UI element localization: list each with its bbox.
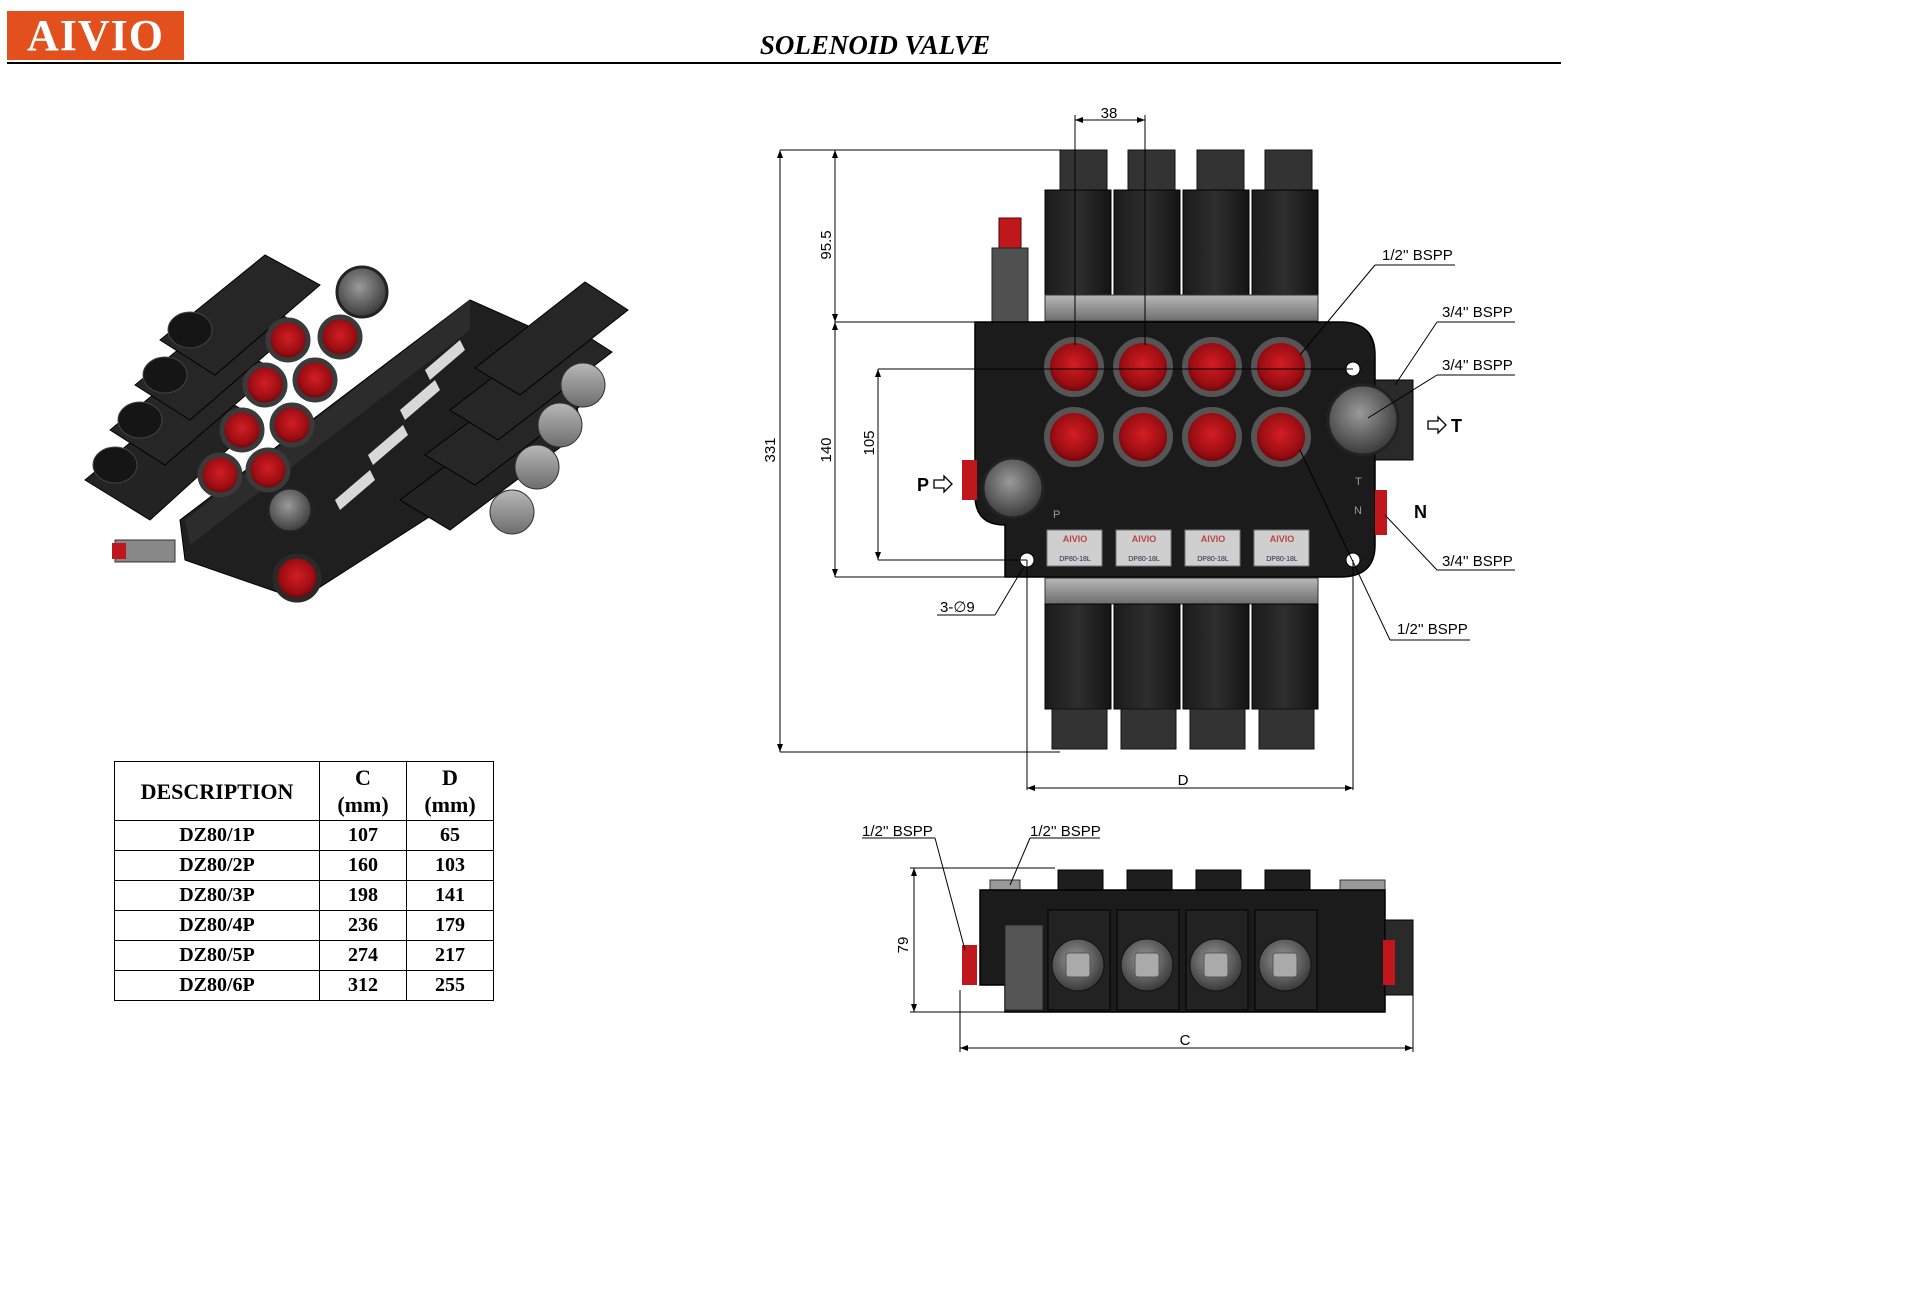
header-d: D (mm) bbox=[406, 761, 494, 821]
callout-tank-port: 3/4'' BSPP bbox=[1442, 357, 1513, 374]
relief-valve-body bbox=[991, 247, 1029, 324]
plate-label: AIVIO bbox=[1063, 534, 1088, 544]
valve-body bbox=[974, 321, 1376, 578]
port-letter-p: P bbox=[917, 475, 929, 495]
plate-model: DP80-18L bbox=[1266, 556, 1298, 563]
cell-d: 103 bbox=[406, 850, 494, 881]
callout-work-port-bottom: 1/2'' BSPP bbox=[1397, 621, 1468, 638]
dim-width-d: D bbox=[1178, 772, 1189, 789]
port-letter-n: N bbox=[1414, 502, 1427, 522]
dim-spool-pitch: 38 bbox=[1101, 105, 1118, 122]
callout-n-port: 3/4'' BSPP bbox=[1442, 553, 1513, 570]
plate-model: DP80-18L bbox=[1197, 556, 1229, 563]
tank-cap bbox=[1326, 383, 1400, 457]
iso-right-coils bbox=[399, 281, 629, 535]
brand-logo: AIVIO bbox=[7, 11, 184, 60]
bottom-coils bbox=[1044, 577, 1319, 750]
name-plates: AIVIO AIVIO AIVIO AIVIO DP80-18L DP80-18… bbox=[1046, 529, 1310, 567]
header-rule bbox=[7, 62, 1561, 64]
cell-description: DZ80/2P bbox=[114, 850, 320, 881]
dim-length-c: C bbox=[1180, 1032, 1191, 1049]
front-red-ports bbox=[1044, 337, 1311, 467]
header-c-name: C bbox=[355, 765, 371, 790]
technical-drawing: AIVIO AIVIO AIVIO AIVIO DP80-18L DP80-18… bbox=[84, 105, 1515, 1052]
dim-upper-height: 95.5 bbox=[818, 230, 835, 259]
iso-relief-cap bbox=[112, 543, 126, 559]
cell-description: DZ80/6P bbox=[114, 970, 320, 1001]
header-d-name: D bbox=[442, 765, 458, 790]
cell-c: 312 bbox=[319, 970, 407, 1001]
iso-inlet-cap bbox=[266, 486, 314, 534]
cell-c: 198 bbox=[319, 880, 407, 911]
iso-left-coils bbox=[84, 254, 321, 521]
n-port-plug bbox=[1375, 490, 1387, 535]
cell-description: DZ80/4P bbox=[114, 910, 320, 941]
port-letter-t-small: T bbox=[1355, 476, 1362, 488]
spec-table: DESCRIPTION C (mm) D (mm) DZ80/1P 107 65… bbox=[114, 761, 494, 1001]
relief-valve-cap bbox=[998, 217, 1022, 249]
top-coils bbox=[1044, 149, 1319, 322]
t-arrow-icon bbox=[1427, 415, 1447, 435]
dim-hole-spacing: 105 bbox=[861, 430, 878, 455]
callout-work-port-top: 1/2'' BSPP bbox=[1382, 247, 1453, 264]
cell-d: 255 bbox=[406, 970, 494, 1001]
table-row: DZ80/1P 107 65 bbox=[114, 820, 494, 851]
side-arrowheads bbox=[911, 868, 1413, 1051]
table-header-row: DESCRIPTION C (mm) D (mm) bbox=[114, 761, 494, 821]
p-arrow-icon bbox=[933, 474, 953, 494]
dim-side-height: 79 bbox=[895, 937, 912, 954]
table-row: DZ80/6P 312 255 bbox=[114, 970, 494, 1001]
port-letter-n-small: N bbox=[1354, 505, 1362, 517]
plate-label: AIVIO bbox=[1132, 534, 1157, 544]
plate-label: AIVIO bbox=[1201, 534, 1226, 544]
isometric-valve-view bbox=[84, 254, 629, 603]
iso-name-plates bbox=[335, 340, 465, 510]
dim-overall-height: 331 bbox=[762, 437, 779, 462]
dim-body-height: 140 bbox=[818, 437, 835, 462]
plate-model: DP80-18L bbox=[1128, 556, 1160, 563]
cell-description: DZ80/1P bbox=[114, 820, 320, 851]
iso-tank-cap bbox=[335, 265, 389, 319]
side-view bbox=[962, 869, 1414, 1013]
side-dimension-lines bbox=[862, 837, 1414, 1052]
header-d-unit: (mm) bbox=[424, 792, 476, 817]
iso-red-ports bbox=[197, 314, 363, 498]
cell-description: DZ80/3P bbox=[114, 880, 320, 911]
header-c-unit: (mm) bbox=[337, 792, 389, 817]
inlet-cap bbox=[981, 456, 1045, 520]
cell-d: 179 bbox=[406, 910, 494, 941]
plate-label: AIVIO bbox=[1270, 534, 1295, 544]
p-port-plug bbox=[962, 460, 977, 500]
table-row: DZ80/2P 160 103 bbox=[114, 850, 494, 881]
page-title: SOLENOID VALVE bbox=[759, 30, 991, 60]
cell-description: DZ80/5P bbox=[114, 940, 320, 971]
dimension-arrowheads bbox=[777, 117, 1353, 791]
callout-side-port-left: 1/2'' BSPP bbox=[862, 823, 933, 840]
iso-inlet-port bbox=[272, 553, 322, 603]
table-row: DZ80/4P 236 179 bbox=[114, 910, 494, 941]
callout-inlet-right-top: 3/4'' BSPP bbox=[1442, 304, 1513, 321]
callout-mount-holes: 3-∅9 bbox=[940, 599, 975, 616]
port-letter-t: T bbox=[1451, 416, 1462, 436]
port-letter-p-small: P bbox=[1053, 509, 1060, 521]
front-view: AIVIO AIVIO AIVIO AIVIO DP80-18L DP80-18… bbox=[962, 149, 1414, 750]
plate-model: DP80-18L bbox=[1059, 556, 1091, 563]
cell-c: 107 bbox=[319, 820, 407, 851]
callout-side-port-right: 1/2'' BSPP bbox=[1030, 823, 1101, 840]
front-dimension-lines bbox=[779, 115, 1515, 790]
